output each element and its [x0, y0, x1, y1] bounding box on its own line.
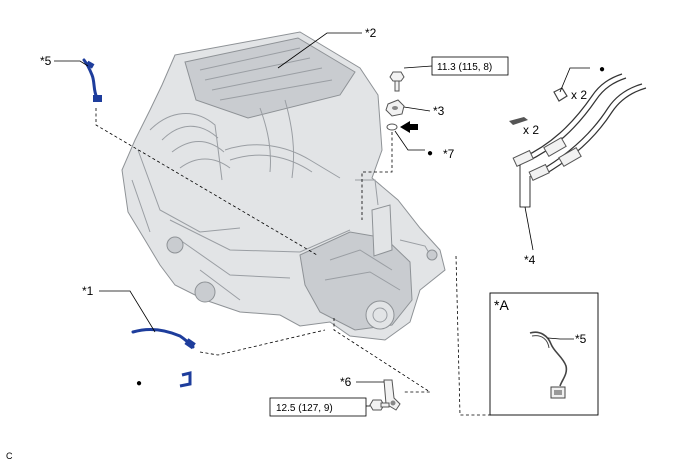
wire-harness-5: [82, 58, 102, 102]
callout-1: *1: [82, 284, 94, 298]
torque-box-lower: [269, 397, 367, 417]
cable-clip: [553, 87, 568, 102]
wire-harness-1: [131, 327, 196, 350]
callout-6: *6: [340, 375, 352, 389]
callout-7: *7: [443, 147, 455, 161]
bullet-7: ●: [427, 148, 433, 159]
bolt-upper: [389, 71, 405, 92]
engine-transaxle-assembly: [121, 31, 446, 341]
callout-2: *2: [365, 26, 377, 40]
bullet-clip-2: ●: [599, 64, 605, 75]
shift-cables-4: [512, 73, 647, 181]
torque-lower-value: 12.5 (127, 9): [276, 403, 333, 414]
clip-part: [179, 371, 192, 388]
figure-code: C: [6, 451, 13, 461]
callout-3: *3: [433, 104, 445, 118]
bullet-clip: ●: [136, 378, 142, 389]
callout-5-inset: *5: [575, 332, 587, 346]
quantity-clip: x 2: [571, 88, 587, 102]
inset-harness-5: [529, 331, 568, 399]
washer-part: [386, 123, 398, 131]
torque-upper-value: 11.3 (115, 8): [437, 62, 492, 73]
inset-panel-a: [489, 292, 599, 416]
retaining-pin: [509, 117, 528, 125]
bushing-part: [385, 99, 405, 117]
callout-5: *5: [40, 54, 52, 68]
bolt-lower: [369, 399, 390, 411]
quantity-pin: x 2: [523, 123, 539, 137]
inset-label: *A: [494, 297, 509, 313]
arrow-indicator: [400, 121, 418, 133]
callout-4: *4: [524, 253, 536, 267]
